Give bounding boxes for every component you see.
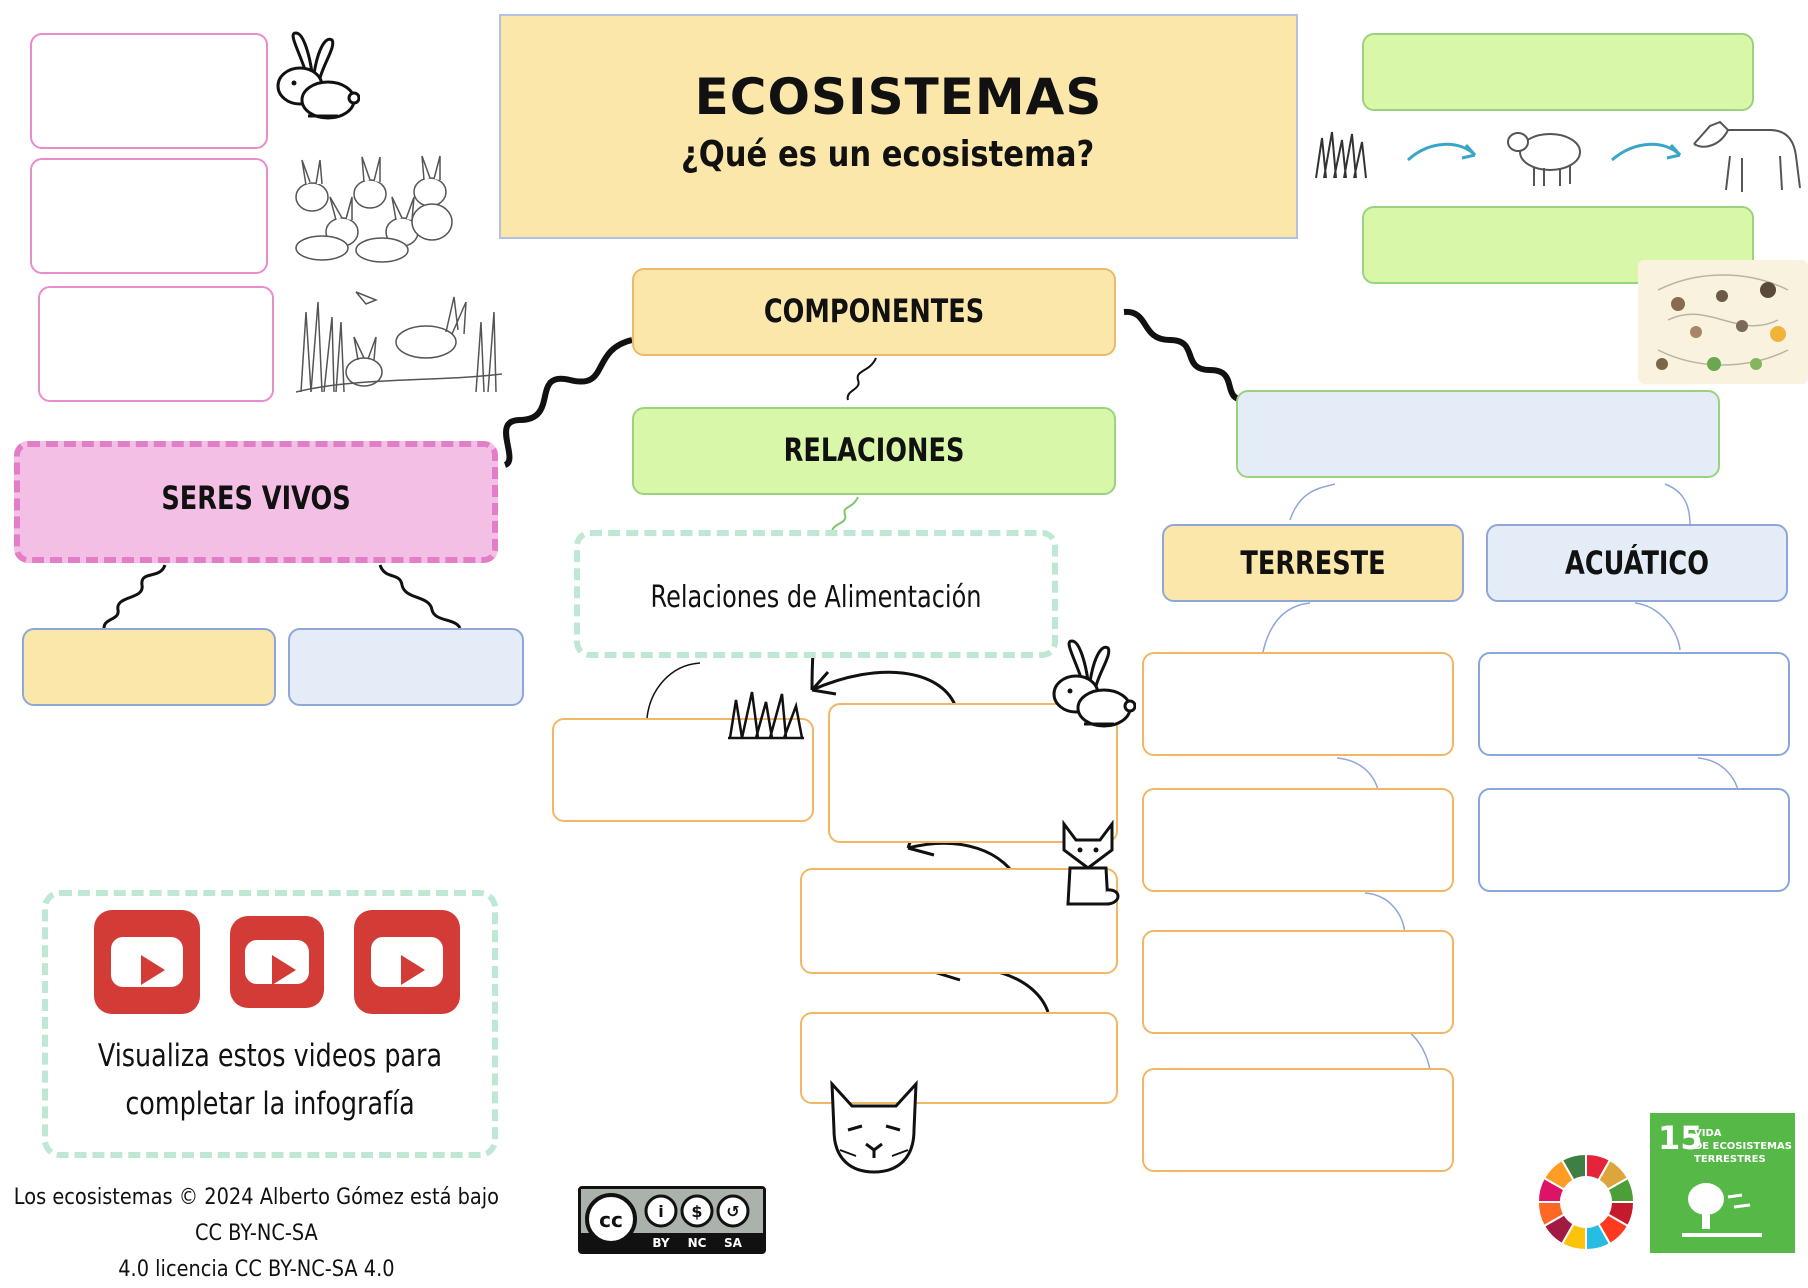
acuatico-answer-2[interactable] [1478,788,1790,892]
youtube-play-icon [370,937,444,987]
componentes-label: COMPONENTES [763,292,985,330]
relaciones-label: RELACIONES [783,431,965,469]
relaciones-alimentacion-label: Relaciones de Alimentación [650,580,982,615]
wolf-icon [1693,120,1801,192]
terrestre-label: TERRESTE [1240,544,1386,582]
seres-vivos-answer-blue[interactable] [288,628,524,706]
lynx-icon [830,1080,918,1174]
sdg-title-line2: DE ECOSISTEMAS [1694,1141,1792,1152]
terrestre-answer-1[interactable] [1142,652,1454,756]
sdg-title: VIDA DE ECOSISTEMAS TERRESTRES [1694,1127,1792,1166]
terrestre-answer-4[interactable] [1142,1068,1454,1172]
acuatico-label: ACUÁTICO [1565,544,1709,582]
relaciones-node: RELACIONES [632,407,1116,495]
svg-text:cc: cc [599,1208,623,1232]
food-web-image [1638,260,1808,384]
seres-vivos-label: SERES VIVOS [161,479,351,517]
food-chain-answer-top[interactable] [1362,33,1754,111]
youtube-video-3-button[interactable] [354,910,460,1014]
grass-icon [1315,131,1367,179]
cc-by-label: BY [652,1236,669,1250]
rabbits-group-icon [295,155,453,263]
page-subtitle: ¿Qué es un ecosistema? [681,134,1095,175]
youtube-video-1-button[interactable] [94,910,200,1014]
terrestre-node: TERRESTE [1162,524,1464,602]
relaciones-alimentacion-node: Relaciones de Alimentación [574,530,1058,658]
cc-nc-label: NC [688,1236,707,1250]
title-box: ECOSISTEMAS ¿Qué es un ecosistema? [499,14,1298,239]
youtube-play-icon [245,939,309,986]
sdg-title-line1: VIDA [1694,1128,1722,1139]
youtube-video-2-button[interactable] [230,916,324,1008]
rabbit-icon [1052,639,1136,728]
cc-sa-label: SA [724,1236,743,1250]
seres-vivos-blank-1[interactable] [30,33,268,149]
food-chain-box-4[interactable] [800,1012,1118,1104]
fox-icon [1062,820,1120,906]
videos-instructions-line2: completar la infografía [125,1086,415,1122]
terrestre-answer-2[interactable] [1142,788,1454,892]
acuatico-answer-1[interactable] [1478,652,1790,756]
food-chain-box-2[interactable] [828,703,1118,843]
rabbits-meadow-icon [296,291,502,393]
page-title: ECOSISTEMAS [694,68,1103,126]
grass-icon [728,691,804,740]
svg-text:$: $ [691,1202,702,1221]
seres-vivos-answer-yellow[interactable] [22,628,276,706]
sdg-15-badge: 15 VIDA DE ECOSISTEMAS TERRESTRES [1650,1113,1795,1253]
license-line1: Los ecosistemas © 2024 Alberto Gómez est… [13,1185,499,1246]
seres-vivos-blank-2[interactable] [30,158,268,274]
seres-vivos-node: SERES VIVOS [14,441,498,563]
seres-vivos-blank-3[interactable] [38,286,274,402]
youtube-play-icon [110,937,184,987]
sdg-number: 15 [1658,1119,1703,1157]
sdg-wheel-icon [1536,1152,1636,1252]
tree-icon [1682,1183,1762,1237]
ecosistema-tipos-answer[interactable] [1236,390,1720,478]
sdg-title-line3: TERRESTRES [1694,1154,1766,1165]
videos-instructions: Visualiza estos videos para completar la… [88,1032,452,1128]
food-chain-box-3[interactable] [800,868,1118,974]
componentes-node: COMPONENTES [632,268,1116,356]
license-footer: Los ecosistemas © 2024 Alberto Gómez est… [10,1180,503,1288]
license-line2: 4.0 licencia CC BY-NC-SA 4.0 [118,1257,395,1282]
sheep-icon [1507,132,1581,186]
svg-text:↺: ↺ [726,1202,739,1221]
food-chain-answer-bottom[interactable] [1362,206,1754,284]
svg-text:i: i [658,1202,663,1221]
terrestre-answer-3[interactable] [1142,930,1454,1034]
cc-license-icon[interactable]: cc i $ ↺ BY NC SA [578,1186,766,1254]
videos-panel: Visualiza estos videos para completar la… [42,890,498,1158]
videos-instructions-line1: Visualiza estos videos para [97,1038,443,1074]
acuatico-node: ACUÁTICO [1486,524,1788,602]
rabbit-icon [276,31,360,120]
